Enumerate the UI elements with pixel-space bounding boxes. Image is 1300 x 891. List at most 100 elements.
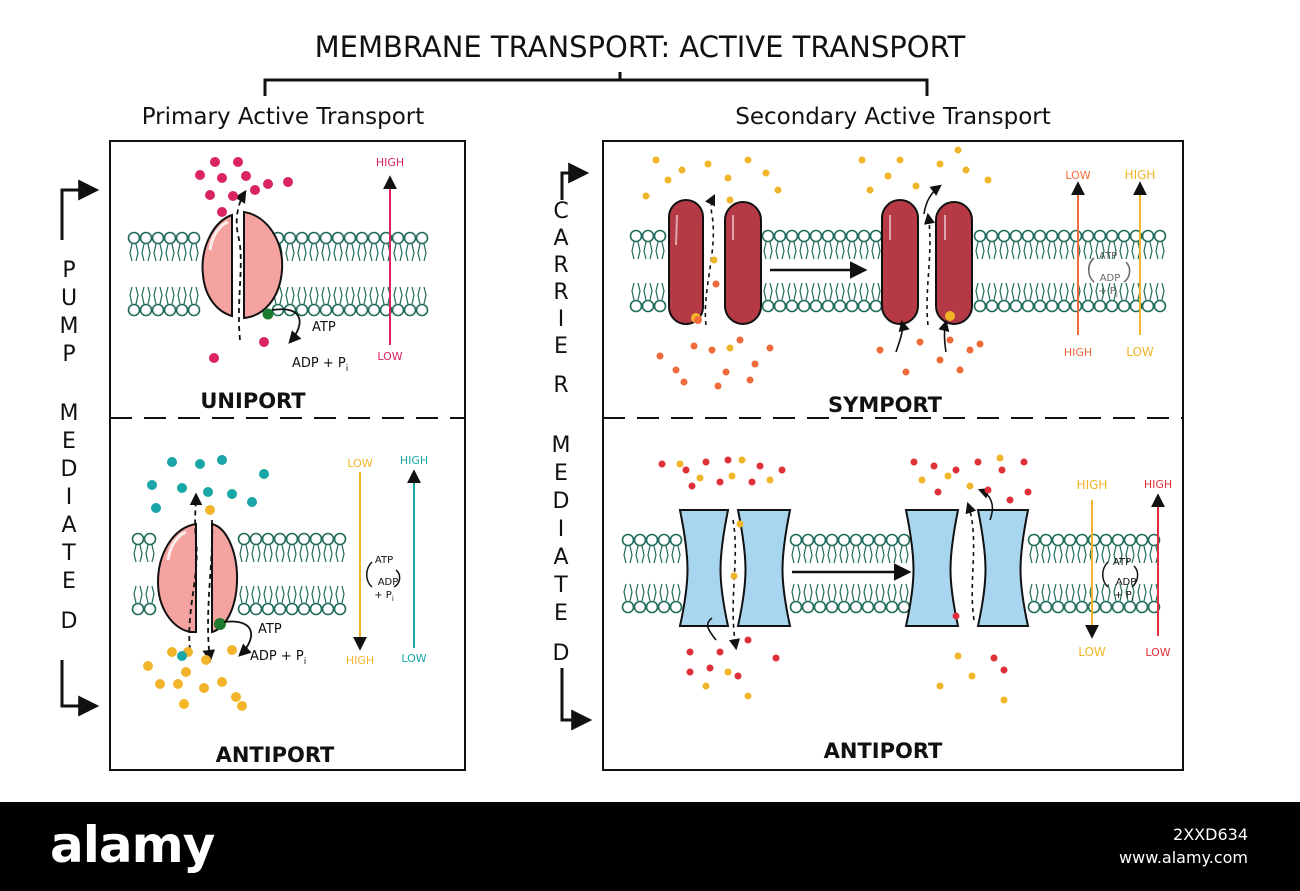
gradient-high: HIGH [1144, 478, 1172, 491]
molecule-dot [744, 636, 752, 644]
molecule-dot [227, 645, 237, 655]
molecule-dot [744, 156, 752, 164]
molecule-dot [936, 160, 944, 168]
molecule-dot [237, 701, 247, 711]
svg-text:T: T [61, 541, 76, 566]
flow-arrow-icon [923, 212, 936, 326]
molecule-dot [710, 256, 718, 264]
molecule-dot [664, 176, 672, 184]
molecule-dot [672, 366, 680, 374]
image-id: 2XXD634 [1173, 825, 1248, 844]
molecule-dot [147, 480, 157, 490]
molecule-dot [195, 170, 205, 180]
gradient-low: LOW [401, 652, 426, 665]
molecule-dot [722, 368, 730, 376]
svg-text:E: E [554, 601, 568, 626]
molecule-dot [177, 651, 187, 661]
molecule-dot [702, 458, 710, 466]
molecule-dot [956, 366, 964, 374]
flow-arrow-icon [938, 319, 950, 353]
molecule-dot [998, 466, 1006, 474]
svg-text:ADP: ADP [1116, 577, 1137, 588]
molecule-dot [199, 683, 209, 693]
svg-text:T: T [553, 573, 568, 598]
svg-text:E: E [554, 334, 568, 359]
molecule-dot [748, 478, 756, 486]
molecule-dot [241, 171, 251, 181]
adp-label: ADP + Pi [250, 649, 306, 667]
membrane-bilayer [271, 231, 429, 317]
svg-text:ADP: ADP [1100, 273, 1121, 284]
atp-cycle-icon: ATP ADP + Pi [1102, 557, 1139, 603]
molecule-dot [714, 382, 722, 390]
membrane-bilayer [127, 231, 201, 317]
flow-arrow-icon [188, 492, 203, 651]
atp-cycle-icon: ATP ADP + Pi [366, 555, 401, 603]
molecule-dot [155, 679, 165, 689]
molecule-dot [990, 654, 998, 662]
molecule-dot [751, 360, 759, 368]
molecule-dot [201, 655, 211, 665]
molecule-dot [954, 146, 962, 154]
molecule-dots [143, 146, 1032, 711]
molecule-dot [744, 692, 752, 700]
membrane-bilayer [761, 229, 883, 313]
symport-label: SYMPORT [828, 393, 943, 417]
uniport-label: UNIPORT [200, 389, 306, 413]
molecule-dot [217, 455, 227, 465]
atp-binding-site [262, 308, 274, 320]
brand-logo: alamy [50, 816, 215, 874]
molecule-dot [896, 156, 904, 164]
molecule-dot [716, 478, 724, 486]
molecule-dot [774, 186, 782, 194]
molecule-dot [778, 466, 786, 474]
molecule-dot [726, 196, 734, 204]
molecule-dot [228, 191, 238, 201]
molecule-dot [1024, 488, 1032, 496]
svg-text:+ Pi: + Pi [1098, 286, 1118, 299]
molecule-dot [706, 664, 714, 672]
secondary-panel [602, 140, 1184, 771]
molecule-dot [712, 280, 720, 288]
svg-text:D: D [61, 609, 78, 634]
molecule-dot [936, 356, 944, 364]
svg-text:R: R [553, 253, 568, 278]
molecule-dot [1000, 696, 1008, 704]
secondary-heading: Secondary Active Transport [735, 104, 1051, 130]
molecule-dot [676, 460, 684, 468]
molecule-dot [680, 378, 688, 386]
svg-text:ATP: ATP [1113, 557, 1131, 568]
gradient-low: LOW [347, 457, 372, 470]
membrane-layers [127, 229, 1167, 616]
svg-text:R: R [553, 280, 568, 305]
atp-binding-site [214, 618, 226, 630]
molecule-dot [682, 466, 690, 474]
molecule-dot [263, 179, 273, 189]
atp-label: ATP [258, 622, 282, 637]
molecule-dot [936, 682, 944, 690]
pump-protein-antiport [156, 522, 239, 634]
molecule-dot [173, 679, 183, 689]
flow-arrow-icon [895, 319, 910, 353]
molecule-dot [702, 682, 710, 690]
primary-heading: Primary Active Transport [142, 104, 425, 130]
molecule-dot [1006, 496, 1014, 504]
molecule-dot [766, 344, 774, 352]
molecule-dot [177, 483, 187, 493]
svg-text:I: I [558, 307, 565, 332]
gradient-high: HIGH [1077, 478, 1108, 492]
flow-arrow-icon [234, 189, 247, 341]
molecule-dot [259, 469, 269, 479]
svg-text:D: D [553, 641, 570, 666]
molecule-dot [696, 474, 704, 482]
molecule-dot [205, 190, 215, 200]
molecule-dot [686, 648, 694, 656]
molecule-dot [918, 476, 926, 484]
molecule-dot [984, 486, 992, 494]
molecule-dot [976, 340, 984, 348]
molecule-dot [766, 476, 774, 484]
molecule-dot [151, 503, 161, 513]
molecule-dot [930, 462, 938, 470]
molecule-dot [656, 352, 664, 360]
svg-text:D: D [553, 489, 570, 514]
